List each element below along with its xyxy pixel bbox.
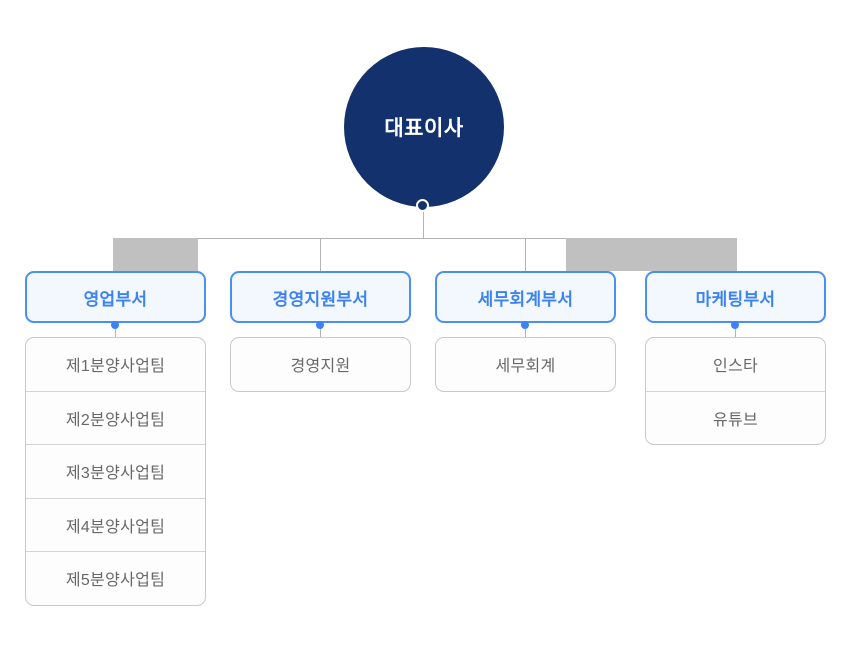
dept-label-mgmt-support: 경영지원부서 bbox=[272, 289, 369, 309]
team-item: 제4분양사업팀 bbox=[26, 497, 205, 552]
team-item: 제5분양사업팀 bbox=[26, 551, 205, 605]
dept-node-marketing: 마케팅부서 bbox=[645, 271, 826, 323]
dept-connector-dot-mgmt bbox=[316, 321, 324, 329]
connector-drop-tax bbox=[525, 238, 526, 272]
connector-stub-tax bbox=[525, 323, 526, 338]
team-item: 제3분양사업팀 bbox=[26, 444, 205, 498]
team-list-marketing: 인스타 유튜브 bbox=[645, 337, 826, 445]
gray-placeholder-block-right bbox=[566, 238, 737, 271]
connector-drop-mgmt bbox=[320, 238, 321, 272]
team-item: 경영지원 bbox=[290, 358, 351, 376]
dept-node-sales: 영업부서 bbox=[25, 271, 206, 323]
dept-connector-dot-sales bbox=[111, 321, 119, 329]
connector-stub-marketing bbox=[735, 323, 736, 338]
team-list-tax-accounting: 세무회계 bbox=[435, 337, 616, 392]
ceo-node: 대표이사 bbox=[344, 47, 504, 207]
team-list-sales: 제1분양사업팀 제2분양사업팀 제3분양사업팀 제4분양사업팀 제5분양사업팀 bbox=[25, 337, 206, 606]
dept-connector-dot-marketing bbox=[731, 321, 739, 329]
dept-label-marketing: 마케팅부서 bbox=[695, 289, 776, 309]
gray-placeholder-block-left bbox=[113, 238, 198, 271]
dept-node-mgmt-support: 경영지원부서 bbox=[230, 271, 411, 323]
team-item: 인스타 bbox=[712, 358, 759, 376]
connector-stub-mgmt bbox=[320, 323, 321, 338]
ceo-connector-dot bbox=[416, 199, 429, 212]
connector-ceo-vertical bbox=[423, 210, 424, 239]
team-item: 제1분양사업팀 bbox=[65, 358, 166, 376]
team-item: 제2분양사업팀 bbox=[26, 390, 205, 445]
dept-node-tax-accounting: 세무회계부서 bbox=[435, 271, 616, 323]
dept-connector-dot-tax bbox=[521, 321, 529, 329]
dept-label-sales: 영업부서 bbox=[83, 289, 148, 309]
dept-label-tax-accounting: 세무회계부서 bbox=[477, 289, 574, 309]
team-item: 세무회계 bbox=[495, 358, 556, 376]
ceo-label: 대표이사 bbox=[384, 117, 464, 140]
connector-stub-sales bbox=[115, 323, 116, 338]
team-item: 유튜브 bbox=[646, 390, 825, 445]
connector-horizontal bbox=[115, 238, 736, 239]
team-list-mgmt-support: 경영지원 bbox=[230, 337, 411, 392]
